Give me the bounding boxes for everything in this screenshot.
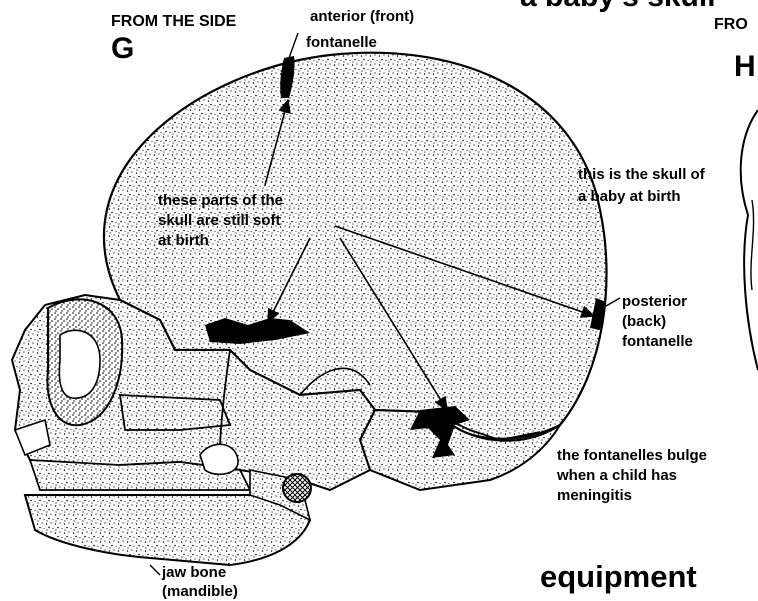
- view-left-label: FROM THE SIDE: [111, 13, 236, 30]
- jaw-bone-label: jaw bone (mandible): [162, 563, 238, 601]
- anterior-fontanelle-label-line2: fontanelle: [306, 34, 377, 51]
- bulge-label: the fontanelles bulge when a child has m…: [557, 446, 707, 506]
- posterior-fontanelle-label: posterior (back) fontanelle: [622, 292, 693, 352]
- top-cut-text: a baby's skull: [520, 0, 716, 12]
- baby-at-birth-label: this is the skull of a baby at birth: [578, 164, 705, 208]
- anterior-fontanelle-label-line1: anterior (front): [310, 8, 414, 25]
- posterior-pointer: [606, 298, 620, 306]
- anterior-pointer: [289, 33, 298, 58]
- mandible: [25, 494, 310, 565]
- jaw-pointer: [150, 565, 160, 575]
- orbit-inner: [59, 330, 100, 398]
- top-view-skull-edge: [741, 110, 758, 370]
- mastoid: [200, 444, 238, 474]
- section-heading-equipment: equipment: [540, 560, 697, 594]
- view-right-cut: FRO: [714, 16, 748, 33]
- zygomatic-arch: [120, 395, 230, 430]
- view-right-letter: H: [734, 52, 756, 82]
- soft-parts-label: these parts of the skull are still soft …: [158, 191, 283, 251]
- top-view-suture: [751, 200, 754, 290]
- ear-canal: [283, 474, 311, 502]
- view-left-letter: G: [111, 34, 134, 64]
